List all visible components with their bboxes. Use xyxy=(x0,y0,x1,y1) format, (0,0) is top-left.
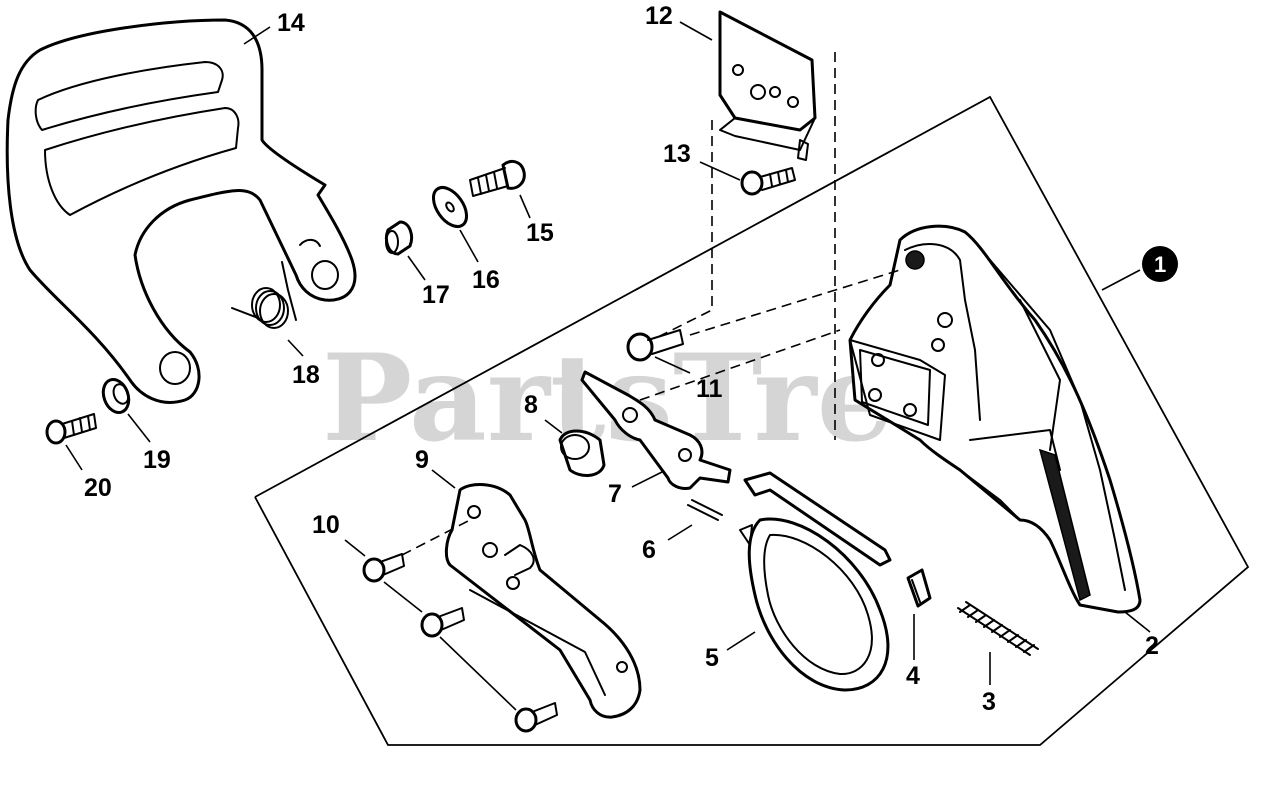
leader-10 xyxy=(344,539,366,557)
leader-13 xyxy=(699,161,741,181)
cover-plate-9 xyxy=(444,483,642,719)
leader-10c xyxy=(439,636,517,711)
leader-20 xyxy=(65,444,83,471)
bolt-15 xyxy=(469,160,526,197)
callout-12: 12 xyxy=(645,2,673,30)
callout-11: 11 xyxy=(696,375,723,403)
callout-7: 7 xyxy=(608,480,622,508)
leader-12 xyxy=(679,21,713,41)
callout-2: 2 xyxy=(1145,632,1159,660)
callout-14: 14 xyxy=(277,9,305,37)
chain-catcher-plate xyxy=(718,10,817,161)
brake-band-5 xyxy=(739,471,892,692)
screw-10b xyxy=(420,607,465,638)
bolt-20 xyxy=(45,413,97,445)
callout-4: 4 xyxy=(906,662,920,690)
spacer-17 xyxy=(384,220,414,256)
front-hand-guard xyxy=(5,18,357,404)
callout-20: 20 xyxy=(84,474,112,502)
dash-line-7 xyxy=(639,329,841,401)
leader-1 xyxy=(1101,269,1141,291)
leader-2 xyxy=(1124,611,1151,633)
spring-18 xyxy=(231,261,297,329)
screw-10c xyxy=(514,702,558,733)
callout-18: 18 xyxy=(292,361,320,389)
screw-13 xyxy=(740,167,796,196)
leader-11 xyxy=(654,356,691,374)
dash-line-13 xyxy=(659,120,713,337)
brake-housing-2 xyxy=(848,224,1142,614)
callout-1: 1 xyxy=(1154,252,1166,277)
leader-10b xyxy=(383,581,423,613)
screw-10a xyxy=(362,553,405,583)
callout-15: 15 xyxy=(526,219,554,247)
leader-16 xyxy=(459,229,479,263)
collar-8 xyxy=(558,429,606,477)
leader-19 xyxy=(127,413,151,443)
leader-8 xyxy=(544,419,563,434)
pin-6 xyxy=(687,499,723,521)
washer-16 xyxy=(431,185,469,229)
spring-3 xyxy=(957,601,1039,656)
callout-16: 16 xyxy=(472,266,500,294)
callout-6: 6 xyxy=(642,536,656,564)
leader-17 xyxy=(407,255,426,281)
assembly-frame xyxy=(254,95,1250,746)
dash-line-11 xyxy=(689,269,901,336)
leader-15 xyxy=(519,194,531,219)
leader-5 xyxy=(726,631,756,651)
callout-10: 10 xyxy=(312,511,340,539)
screw-11 xyxy=(626,329,684,362)
leader-6 xyxy=(667,524,693,541)
block-4 xyxy=(906,568,932,608)
callout-5: 5 xyxy=(705,644,719,672)
leader-18 xyxy=(287,339,304,357)
callout-13: 13 xyxy=(663,140,691,168)
callout-3: 3 xyxy=(982,688,996,716)
callout-badge-1 xyxy=(1142,246,1178,282)
callout-8: 8 xyxy=(524,391,538,419)
dash-line-10 xyxy=(401,519,471,556)
callout-17: 17 xyxy=(422,281,450,309)
callout-19: 19 xyxy=(143,446,171,474)
leader-7 xyxy=(631,471,663,488)
callout-9: 9 xyxy=(415,446,429,474)
brake-lever-7 xyxy=(580,370,732,490)
leader-9 xyxy=(431,469,456,489)
bushing-19 xyxy=(101,378,131,414)
leader-14 xyxy=(243,26,271,45)
